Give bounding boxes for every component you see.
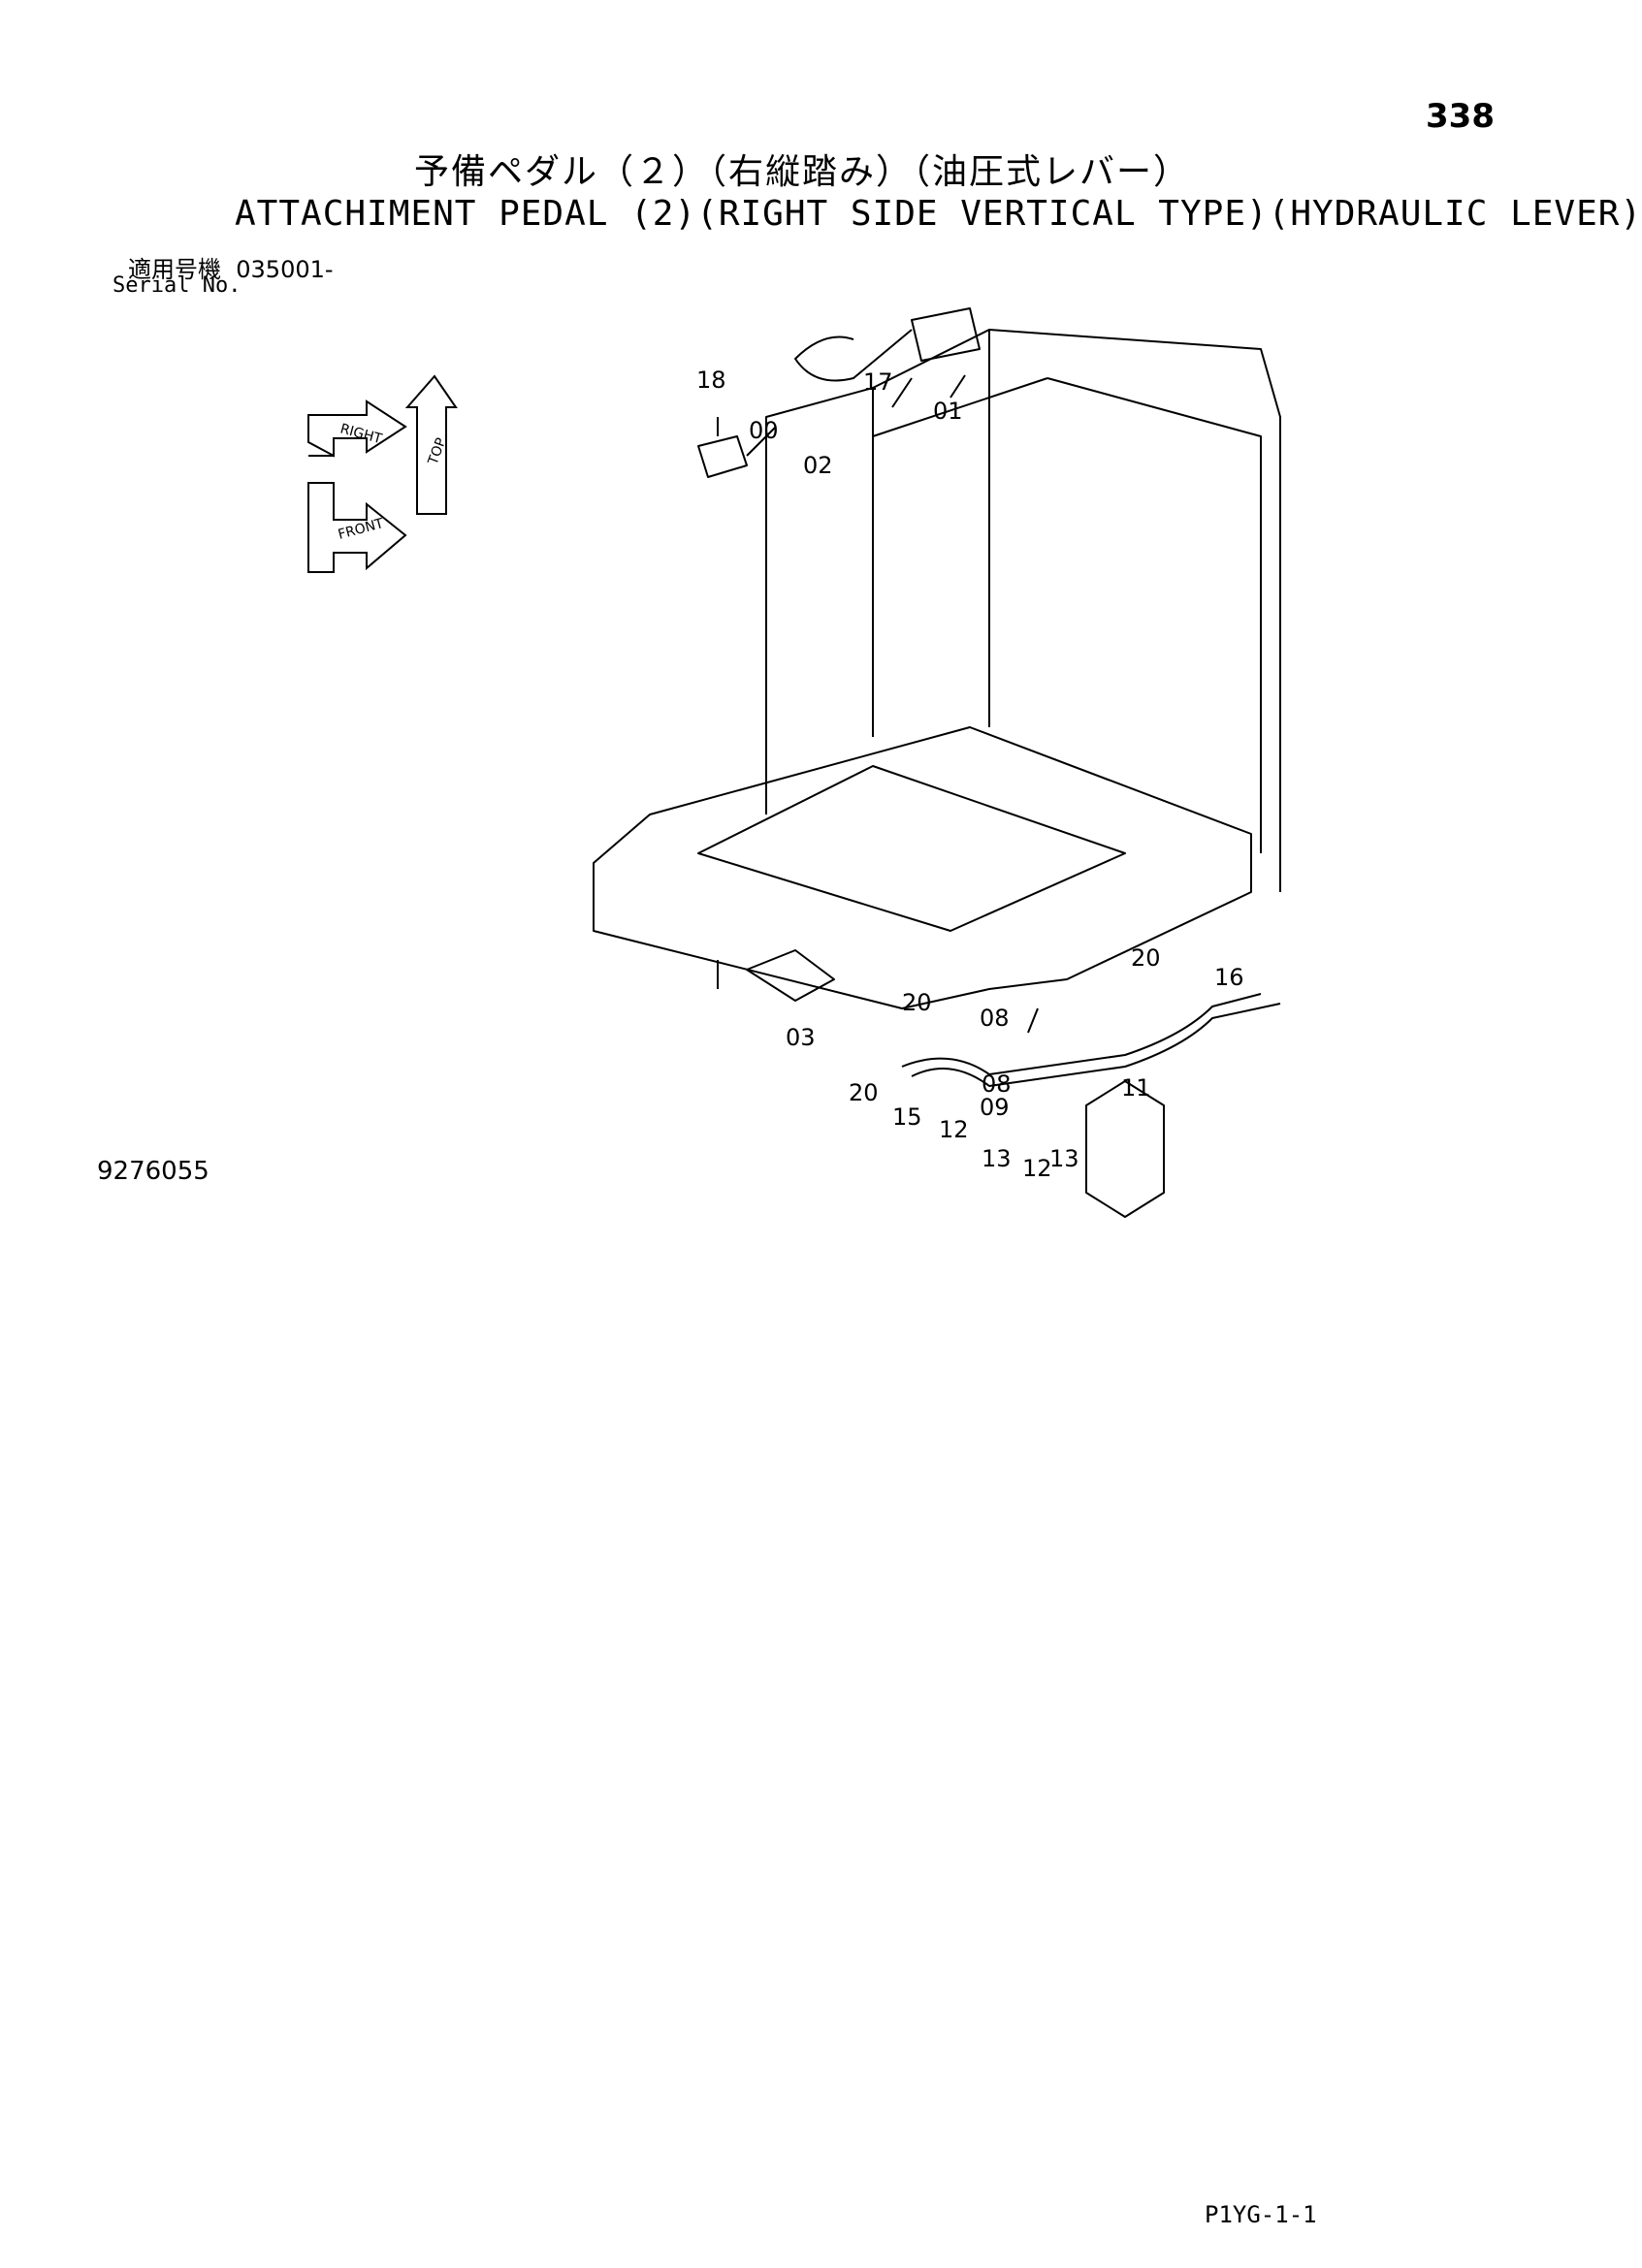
top-arrow-shape xyxy=(404,374,458,515)
callout-label: 20 xyxy=(1131,944,1161,972)
pedal-bracket xyxy=(746,949,835,1002)
callout-label: 17 xyxy=(863,368,893,396)
callout-label: 20 xyxy=(849,1079,879,1106)
callout-label: 03 xyxy=(786,1024,816,1051)
front-arrow-shape xyxy=(307,482,407,573)
drawing-number: 9276055 xyxy=(97,1157,209,1186)
pilot-valve xyxy=(911,307,981,362)
serial-value: 035001- xyxy=(236,256,334,283)
callout-label: 12 xyxy=(939,1116,969,1143)
leader-line xyxy=(950,374,966,399)
parts-diagram: 18 17 01 00 02 03 20 20 08 20 15 08 09 1… xyxy=(593,307,1281,1218)
callout-label: 08 xyxy=(980,1005,1010,1032)
callout-label: 11 xyxy=(1121,1074,1151,1102)
callout-label: 18 xyxy=(696,367,726,394)
page-number: 338 xyxy=(1426,97,1495,136)
callout-label: 01 xyxy=(933,398,963,425)
upper-ledge xyxy=(872,377,1048,437)
right-arrow-shape xyxy=(307,399,407,458)
rear-inner-wall xyxy=(1046,377,1262,853)
callout-label: 15 xyxy=(892,1103,922,1131)
callout-label: 08 xyxy=(982,1070,1012,1098)
callout-label: 00 xyxy=(749,417,779,444)
serial-label-english: Serial No. xyxy=(113,273,241,298)
page-title-japanese: 予備ペダル（２）（右縦踏み）（油圧式レバー） xyxy=(413,152,1190,192)
callout-label: 02 xyxy=(803,452,833,479)
callout-label: 20 xyxy=(902,989,932,1016)
callout-label: 13 xyxy=(1049,1145,1079,1172)
hydraulic-tube-lower xyxy=(911,1003,1281,1087)
callout-label: 13 xyxy=(982,1145,1012,1172)
orientation-label-right: RIGHT xyxy=(338,421,384,447)
left-wall xyxy=(765,387,874,815)
leader-line xyxy=(746,426,777,457)
callout-label: 09 xyxy=(980,1094,1010,1121)
hydraulic-tube-upper xyxy=(901,993,1262,1075)
callout-label: 12 xyxy=(1022,1155,1052,1182)
orientation-icon: TOP RIGHT FRONT xyxy=(307,374,458,573)
serial-label-japanese: 適用号機 xyxy=(128,256,221,283)
floor-recess xyxy=(697,765,1126,932)
switch-box xyxy=(697,435,748,478)
page-code: P1YG-1-1 xyxy=(1205,2201,1317,2228)
leader-line xyxy=(891,377,913,408)
hose-loop xyxy=(794,329,913,382)
page-title-english: ATTACHIMENT PEDAL (2)(RIGHT SIDE VERTICA… xyxy=(235,194,1642,234)
callout-label: 16 xyxy=(1214,964,1244,991)
leader-line xyxy=(1027,1007,1039,1034)
pedal-plate xyxy=(1085,1080,1165,1218)
serial-info: 適用号機 035001- xyxy=(128,250,334,284)
rear-panel xyxy=(872,329,1281,892)
